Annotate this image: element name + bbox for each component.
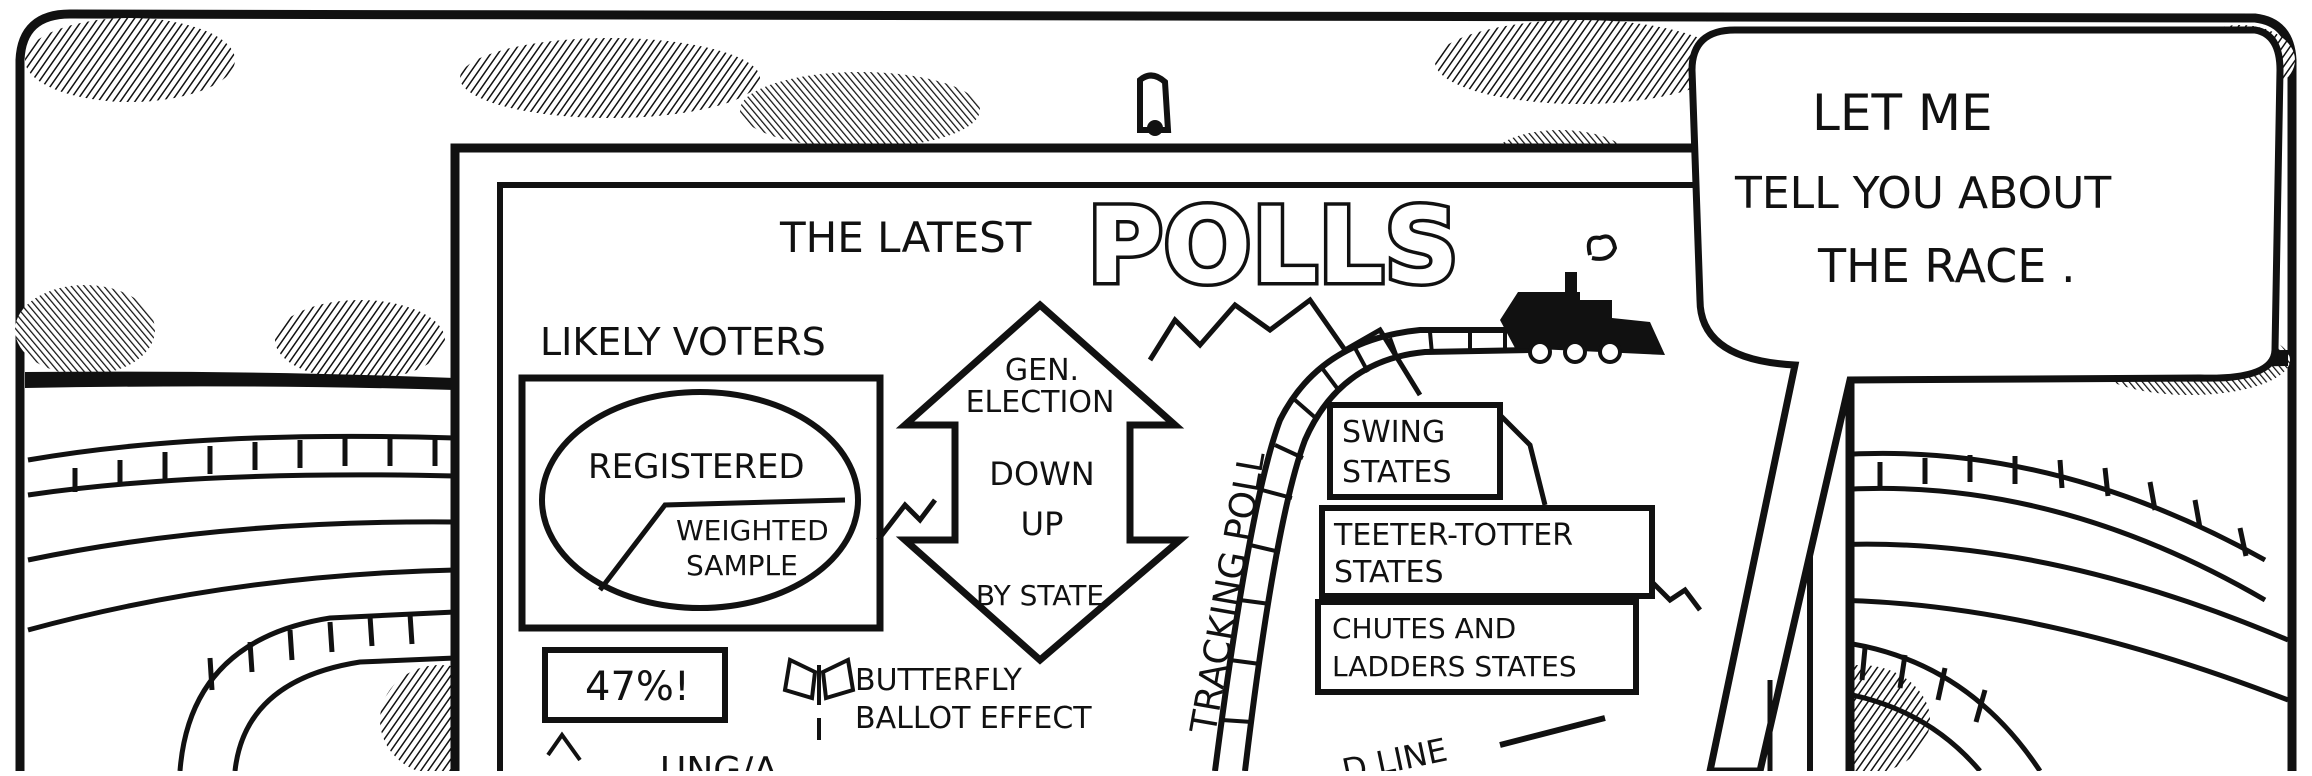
likely-voters-label: LIKELY VOTERS [540,320,826,364]
butterfly-line-2: BALLOT EFFECT [855,701,1092,736]
panel-border [15,9,2297,771]
coaster-rail-outer [1212,327,1530,772]
billboard-lamp [1137,72,1172,133]
cut-text-left: UNG/A [660,750,778,771]
arrow-by-state: BY STATE [976,579,1104,612]
sample-wedge [598,497,846,592]
arrow-down: DOWN [989,455,1094,493]
percent-label: 47%! [585,664,690,710]
racetrack-left [27,433,456,772]
title-small: THE LATEST [779,213,1032,262]
arrow-gen: GEN. [1005,353,1079,388]
speech-line-3: THE RACE . [1817,239,2076,293]
butterfly-line-1: BUTTERFLY [855,663,1022,698]
weighted-label: WEIGHTED [676,514,829,547]
speech-line-1: LET ME [1812,84,1993,142]
title-big: POLLS [1087,185,1459,307]
coaster-car [1500,234,1665,364]
voter-circle [539,389,861,611]
chutes-line-1: CHUTES AND [1332,612,1516,645]
swing-line-2: STATES [1342,455,1452,490]
chutes-states-box [1315,599,1639,695]
billboard: THE LATEST POLLS LIKELY VOTERS REGISTERE… [450,72,1855,776]
coaster-rail-inner [1242,347,1531,772]
sample-label: SAMPLE [686,549,798,582]
swing-states-box [1327,402,1503,500]
racetrack-right [1819,450,2289,773]
percent-box [542,647,728,723]
butterfly-icon [782,657,856,740]
up-down-arrow [895,300,1190,665]
likely-voters-box [518,374,884,632]
horizon-left [25,371,455,390]
teeter-states-box [1319,505,1655,599]
speech-line-2: TELL YOU ABOUT [1734,168,2111,219]
teeter-line-1: TEETER-TOTTER [1333,518,1573,553]
swing-line-1: SWING [1342,415,1445,450]
arrow-election: ELECTION [966,385,1115,420]
registered-label: REGISTERED [588,447,805,487]
teeter-line-2: STATES [1334,555,1444,590]
chutes-line-2: LADDERS STATES [1332,650,1577,683]
arrow-up: UP [1021,505,1064,543]
